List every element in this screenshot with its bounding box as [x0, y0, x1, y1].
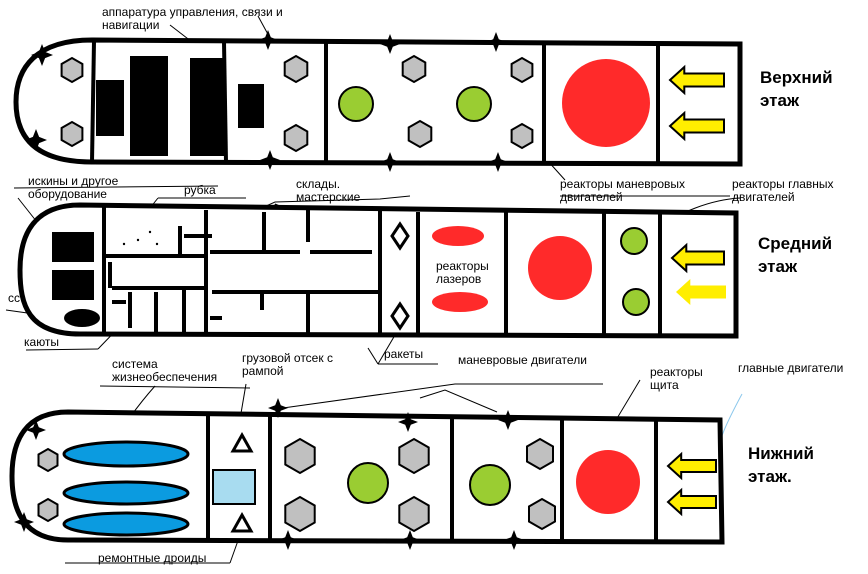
bulkhead: [90, 40, 96, 163]
hexagon-icon: [37, 497, 59, 523]
arrow-left-icon: [670, 242, 725, 274]
main-reactor: [562, 59, 650, 147]
floor-title-top: Верхний этаж: [760, 68, 833, 110]
label-main-engines: главные двигатели: [738, 361, 844, 375]
iskin-block: [52, 232, 94, 262]
maneuver-reactor: [469, 464, 511, 506]
control-console: [238, 84, 264, 128]
label-cc: cc: [8, 291, 20, 305]
hexagon-icon: [284, 495, 316, 533]
hexagon-icon: [37, 447, 59, 473]
sparkle-star-icon: [398, 412, 418, 432]
label-cargo-bay: грузовой отсек с рампой: [242, 351, 333, 378]
hexagon-icon: [401, 54, 427, 84]
interior-walls: [104, 210, 380, 334]
label-kayuty: каюты: [24, 335, 60, 349]
sparkle-star-icon: [488, 152, 508, 172]
sparkle-star-icon: [498, 410, 518, 430]
triangle-icon: [230, 431, 254, 453]
bottom-deck: [9, 409, 725, 545]
hexagon-icon: [60, 56, 84, 84]
cc-unit: [64, 309, 100, 327]
sparkle-star-icon: [400, 530, 420, 550]
cabin-dots: [122, 230, 159, 246]
iskin-block: [52, 270, 94, 300]
label-life-support: система жизнеобеспечения: [112, 357, 218, 384]
hexagon-icon: [398, 495, 430, 533]
sparkle-star-icon: [260, 150, 280, 170]
arrow-left-icon: [676, 279, 726, 305]
arrow-left-icon: [666, 487, 717, 517]
sparkle-star-icon: [278, 530, 298, 550]
maneuver-reactor: [338, 86, 374, 122]
label-maneuver-engines: маневровые двигатели: [458, 353, 587, 367]
leader-line: [419, 389, 498, 413]
leader-line: [367, 347, 379, 365]
life-support-capsule: [62, 480, 190, 506]
sparkle-star-icon: [26, 420, 46, 440]
sparkle-star-icon: [14, 512, 34, 532]
label-rubka: рубка: [184, 183, 216, 197]
hexagon-icon: [398, 437, 430, 475]
main-engine-reactor: [622, 288, 650, 316]
sparkle-star-icon: [504, 530, 524, 550]
hexagon-icon: [510, 122, 534, 150]
arrow-left-icon: [668, 110, 725, 142]
label-repair-droids: ремонтные дроиды: [98, 551, 207, 565]
floor-title-middle: Средний этаж: [758, 234, 833, 276]
diamond-icon: [390, 301, 410, 331]
label-sklady: склады. мастерские: [296, 177, 361, 204]
hexagon-icon: [60, 120, 84, 148]
sparkle-star-icon: [380, 152, 400, 172]
hexagon-icon: [407, 119, 433, 149]
main-reactor: [528, 236, 592, 300]
hexagon-icon: [283, 54, 309, 84]
floor-title-bottom: Нижний этаж.: [748, 444, 814, 486]
leader-line: [282, 383, 603, 409]
leader-line: [99, 385, 251, 389]
laser-reactor: [432, 292, 488, 312]
main-engine-reactor: [620, 227, 648, 255]
label-control-equipment: аппаратура управления, связи и навигации: [102, 5, 283, 32]
hexagon-icon: [528, 497, 556, 531]
sparkle-star-icon: [258, 30, 278, 50]
icon-layer: [14, 30, 726, 550]
triangle-icon: [230, 511, 254, 533]
label-laser-reactors: реакторы лазеров: [436, 259, 489, 286]
life-support-capsule: [62, 511, 190, 537]
sparkle-star-icon: [268, 398, 288, 418]
hexagon-icon: [526, 437, 554, 471]
label-rakety: ракеты: [384, 347, 424, 361]
maneuver-reactor: [456, 86, 492, 122]
middle-deck: [17, 202, 739, 339]
cargo-box: [212, 469, 256, 505]
hexagon-icon: [284, 437, 316, 475]
sparkle-star-icon: [31, 44, 53, 66]
life-support-capsule: [62, 440, 190, 468]
leader-line: [25, 348, 99, 351]
label-main-engine-reactors: реакторы главных двигателей: [732, 177, 834, 204]
laser-reactor: [432, 226, 484, 246]
arrow-left-icon: [666, 451, 717, 481]
hexagon-icon: [510, 56, 534, 84]
sparkle-star-icon: [380, 34, 400, 54]
label-maneuver-reactors: реакторы маневровых двигателей: [560, 177, 686, 204]
sparkle-star-icon: [486, 32, 506, 52]
control-console: [130, 56, 168, 156]
hexagon-icon: [283, 123, 309, 153]
top-deck: [13, 37, 743, 167]
shield-reactor: [576, 450, 640, 514]
label-iskins: искины и другое оборудование: [28, 174, 119, 201]
label-shield-reactors: реакторы щита: [650, 365, 703, 392]
diamond-icon: [390, 221, 410, 251]
leader-line: [13, 185, 219, 189]
sparkle-star-icon: [25, 129, 47, 151]
control-console: [96, 80, 124, 136]
arrow-left-icon: [668, 64, 725, 96]
maneuver-reactor: [347, 462, 389, 504]
control-console: [190, 58, 226, 156]
